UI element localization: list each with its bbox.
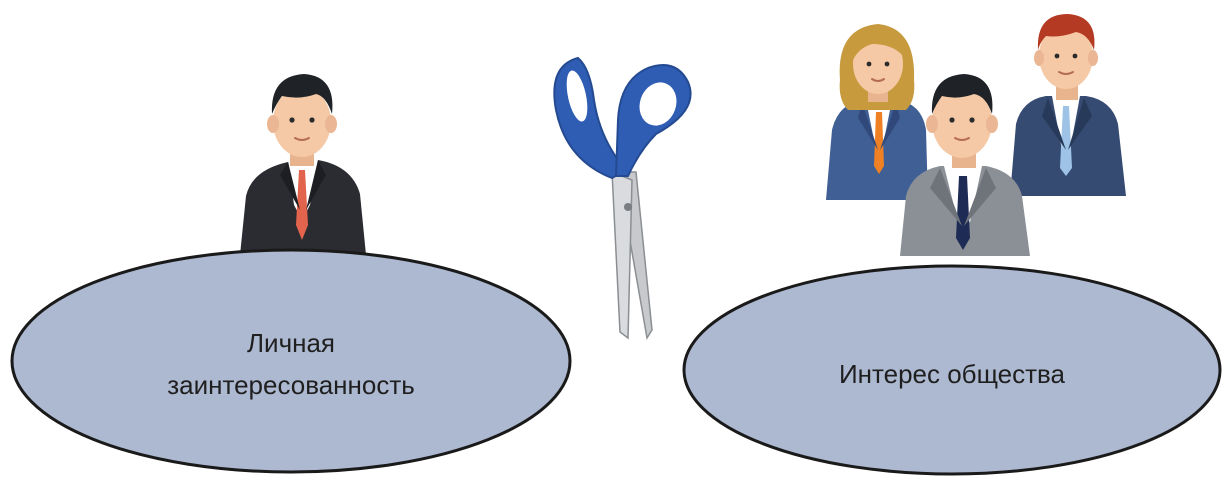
scissors-icon	[553, 56, 692, 341]
left-label-line1: Личная	[246, 328, 336, 358]
right-label: Интерес общества	[838, 359, 1066, 389]
person-woman	[826, 24, 928, 200]
person-gray-suit	[900, 74, 1030, 256]
right-ellipse-label: Интерес общества	[752, 354, 1152, 396]
right-ellipse	[682, 264, 1222, 476]
person-icon	[240, 74, 366, 255]
left-ellipse-label: Личная заинтересованность	[91, 323, 491, 406]
person-redhead	[1010, 14, 1126, 196]
left-label-line2: заинтересованность	[167, 369, 415, 400]
left-ellipse	[10, 248, 572, 474]
group-icon	[826, 14, 1126, 256]
